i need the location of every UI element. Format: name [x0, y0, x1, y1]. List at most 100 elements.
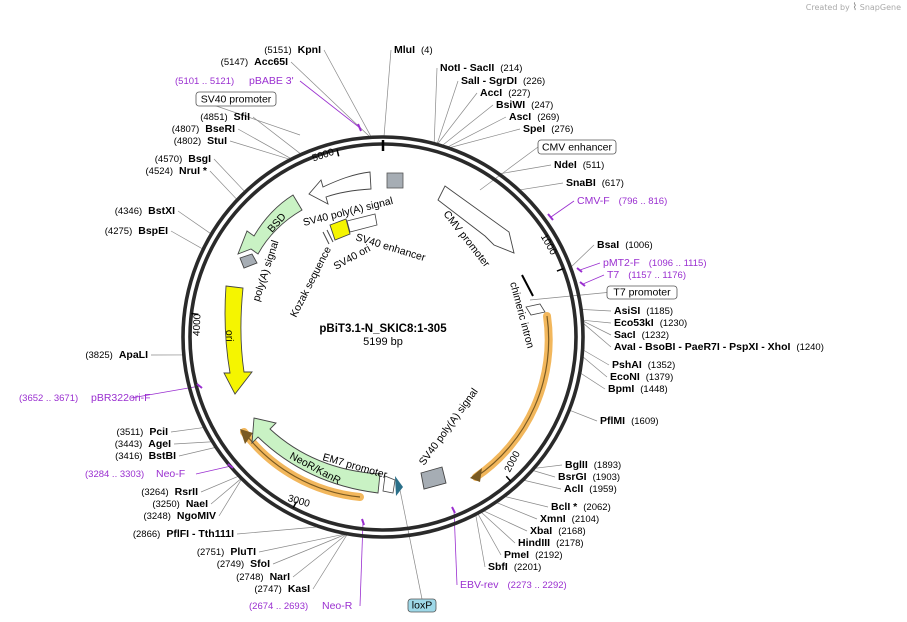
site-acc65i[interactable]: (5147) Acc65I — [221, 56, 288, 68]
site-apali[interactable]: (3825)ApaLI — [85, 349, 148, 361]
primer-pmt2f[interactable]: pMT2-F(1096 .. 1115) — [603, 257, 707, 269]
primer-ebvrev[interactable]: EBV-rev(2273 .. 2292) — [460, 579, 567, 591]
primer-mark-neof — [227, 463, 234, 469]
site-xbai[interactable]: XbaI(2168) — [530, 525, 586, 537]
site-econi[interactable]: EcoNI(1379) — [610, 371, 673, 383]
site-saci[interactable]: SacI(1232) — [614, 329, 669, 341]
site-snabi[interactable]: SnaBI(617) — [566, 177, 624, 189]
site-name: PflMI — [600, 415, 625, 427]
leader-econi — [581, 355, 608, 378]
site-asisi[interactable]: AsiSI(1185) — [614, 305, 673, 317]
primer-t7[interactable]: T7(1157 .. 1176) — [607, 269, 686, 281]
site-bsrgi[interactable]: BsrGI(1903) — [558, 471, 620, 483]
site-pflmi[interactable]: PflMI(1609) — [600, 415, 659, 427]
site-name: NgoMIV — [177, 510, 216, 522]
leader-mlui — [383, 49, 392, 138]
site-name: Acc65I — [254, 56, 288, 68]
site-hindiii[interactable]: HindIII(2178) — [518, 537, 584, 549]
site-name: EcoNI — [610, 371, 640, 383]
boxed-label-sv40-promoter[interactable]: SV40 promoter — [195, 91, 277, 107]
boxed-label-text: CMV enhancer — [542, 142, 613, 154]
site-name: BstBI — [149, 450, 177, 462]
leader-saci — [582, 320, 612, 336]
site-bseri[interactable]: (4807)BseRI — [172, 123, 235, 135]
site-bstxi[interactable]: (4346)BstXI — [115, 205, 175, 217]
site-ngomiv[interactable]: (3248)NgoMIV — [143, 510, 216, 522]
site-bsgi[interactable]: (4570)BsgI — [155, 153, 211, 165]
site-position: (5147) — [221, 57, 248, 68]
leader-bcli — [503, 495, 549, 508]
site-noti[interactable]: NotI - SacII(214) — [440, 62, 522, 74]
site-bglii[interactable]: BglII(1893) — [565, 459, 621, 471]
primer-pbabe3[interactable]: (5101 .. 5121)pBABE 3' — [175, 75, 294, 87]
site-agei[interactable]: (3443)AgeI — [115, 438, 171, 450]
site-xmni[interactable]: XmnI(2104) — [540, 513, 599, 525]
site-pflfi[interactable]: (2866)PflFI - Tth111I — [133, 528, 234, 540]
site-pmei[interactable]: PmeI(2192) — [504, 549, 563, 561]
site-pluti[interactable]: (2751)PluTI — [197, 546, 256, 558]
site-eco53ki[interactable]: Eco53kI(1230) — [614, 317, 687, 329]
site-kpni[interactable]: (5151)KpnI — [264, 44, 321, 56]
site-sfoi[interactable]: (2749)SfoI — [217, 558, 270, 570]
site-bsai[interactable]: BsaI(1006) — [597, 239, 653, 251]
site-avai[interactable]: AvaI - BsoBI - PaeR7I - PspXI - XhoI(124… — [614, 341, 824, 353]
site-sbfi[interactable]: SbfI(2201) — [488, 561, 541, 573]
site-stui[interactable]: (4802)StuI — [174, 135, 227, 147]
primer-neor[interactable]: (2674 .. 2693)Neo-R — [249, 600, 353, 612]
site-naei[interactable]: (3250)NaeI — [152, 498, 208, 510]
primer-range: (5101 .. 5121) — [175, 76, 234, 87]
site-kasi[interactable]: (2747)KasI — [254, 583, 310, 595]
boxed-label-cmv-enhancer[interactable]: CMV enhancer — [537, 139, 617, 155]
leader-asisi — [581, 309, 612, 312]
leader-bseri — [237, 128, 292, 160]
leader-pshai — [582, 349, 610, 366]
leader-ndei — [498, 164, 552, 175]
site-acci[interactable]: AccI(227) — [480, 87, 530, 99]
site-position: (1959) — [589, 484, 616, 495]
primer-range: (2273 .. 2292) — [508, 580, 567, 591]
site-name: PciI — [149, 426, 168, 438]
primer-cmvf[interactable]: CMV-F(796 .. 816) — [577, 195, 667, 207]
site-name: SacI — [614, 329, 636, 341]
site-position: (511) — [583, 160, 604, 171]
tick-mark-3000 — [292, 501, 298, 509]
primer-pbr322orif[interactable]: (3652 .. 3671)pBR322ori-F — [19, 392, 151, 404]
primer-mark-pbabe3 — [357, 123, 362, 132]
boxed-label-t7-promoter[interactable]: T7 promoter — [606, 285, 678, 300]
site-sfii[interactable]: (4851)SfiI — [200, 111, 250, 123]
site-asci[interactable]: AscI(269) — [509, 111, 559, 123]
site-sali[interactable]: SalI - SgrDI(226) — [461, 75, 545, 87]
site-bsiwi[interactable]: BsiWI(247) — [496, 99, 553, 111]
t7-promoter-mark — [521, 274, 534, 297]
boxed-label-loxp[interactable]: loxP — [407, 598, 437, 613]
site-pcii[interactable]: (3511)PciI — [117, 426, 169, 438]
site-name: SfoI — [250, 558, 270, 570]
site-rsrii[interactable]: (3264)RsrII — [141, 486, 198, 498]
site-nari[interactable]: (2748)NarI — [236, 571, 290, 583]
site-nrui[interactable]: (4524)NruI * — [146, 165, 208, 177]
site-bcli[interactable]: BclI *(2062) — [551, 501, 611, 513]
leader-kpni — [323, 49, 372, 138]
leader-agei — [173, 441, 213, 445]
site-pshai[interactable]: PshAI(1352) — [612, 359, 675, 371]
site-acli[interactable]: AclI(1959) — [564, 483, 617, 495]
site-bstbi[interactable]: (3416)BstBI — [115, 450, 176, 462]
site-position: (4275) — [105, 226, 132, 237]
site-spei[interactable]: SpeI(276) — [523, 123, 573, 135]
primer-neof[interactable]: (3284 .. 3303)Neo-F — [85, 468, 185, 480]
site-bpmi[interactable]: BpmI(1448) — [608, 383, 668, 395]
site-position: (4346) — [115, 206, 142, 217]
site-ndei[interactable]: NdeI(511) — [554, 159, 604, 171]
site-name: Eco53kI — [614, 317, 654, 329]
site-position: (2866) — [133, 529, 160, 540]
leader-xbai — [482, 510, 528, 532]
boxed-label-text: SV40 promoter — [201, 94, 272, 106]
site-name: NaeI — [186, 498, 208, 510]
site-bspei[interactable]: (4275)BspEI — [105, 225, 168, 237]
site-name: BsiWI — [496, 99, 525, 111]
site-mlui[interactable]: MluI(4) — [394, 44, 433, 56]
watermark: Created by ⌇ SnapGene — [806, 2, 901, 13]
site-position: (226) — [523, 76, 545, 87]
site-name: SfiI — [234, 111, 250, 123]
leader-pflmi — [569, 409, 598, 422]
